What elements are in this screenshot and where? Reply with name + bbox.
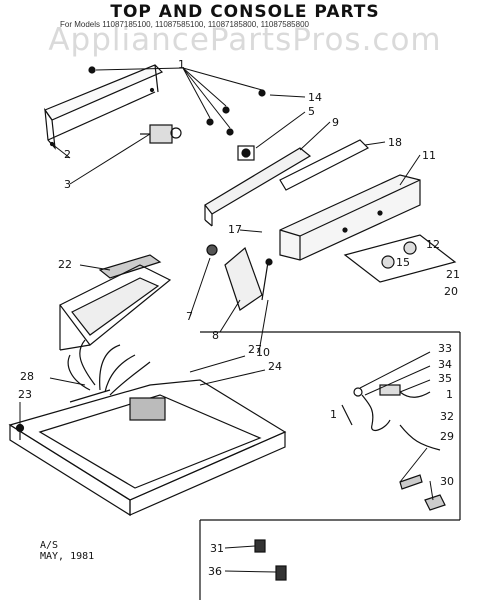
wire-harness — [67, 339, 151, 403]
console-back-panel — [44, 64, 164, 150]
callout-15: 15 — [396, 256, 410, 269]
callout-2: 2 — [64, 148, 71, 161]
callout-1c: 1 — [330, 408, 337, 421]
model-numbers: For Models 11087185100, 11087585100, 110… — [60, 20, 309, 29]
console-housing — [279, 174, 421, 261]
callout-27: 27 — [248, 343, 262, 356]
console-brackets — [204, 139, 370, 227]
callout-3: 3 — [64, 178, 71, 191]
clips-31-36 — [254, 539, 287, 581]
callout-33: 33 — [438, 342, 452, 355]
callout-5: 5 — [308, 105, 315, 118]
callout-10: 10 — [256, 346, 270, 359]
callout-35: 35 — [438, 372, 452, 385]
diagram-title: TOP AND CONSOLE PARTS — [110, 2, 380, 22]
timer-switch — [140, 124, 182, 144]
callout-1b: 1 — [446, 388, 453, 401]
callout-18: 17 — [228, 223, 242, 236]
callout-32: 32 — [440, 410, 454, 423]
revision-code: A/S — [40, 540, 59, 551]
terminal-wires — [341, 384, 431, 432]
knob-part — [237, 145, 255, 161]
revision-date: MAY, 1981 — [40, 551, 95, 562]
screw-parts — [88, 66, 266, 136]
callout-28: 28 — [20, 370, 34, 383]
callout-1: 1 — [178, 58, 185, 71]
dryer-top-panel — [8, 379, 287, 517]
diagram-frame — [199, 331, 461, 600]
callout-11: 11 — [422, 149, 436, 162]
lint-screen — [59, 254, 172, 351]
callout-36: 36 — [208, 565, 222, 578]
callout-24: 24 — [268, 360, 282, 373]
small-brackets — [399, 474, 446, 511]
callout-21: 21 — [446, 268, 460, 281]
callout-23: 23 — [18, 388, 32, 401]
callout-labels: 1 2 3 7 8 14 5 9 18 11 12 15 21 20 17 22… — [18, 58, 460, 578]
callout-8: 8 — [212, 329, 219, 342]
callout-7: 7 — [186, 310, 193, 323]
callout-12: 12 — [426, 238, 440, 251]
callout-34: 34 — [438, 358, 452, 371]
end-cap-plate — [343, 234, 457, 283]
callout-14: 14 — [308, 91, 322, 104]
ground-wire — [399, 424, 441, 451]
callout-20: 20 — [444, 285, 458, 298]
callout-9: 9 — [332, 116, 339, 129]
callout-22: 22 — [58, 258, 72, 271]
hinge-parts — [206, 244, 273, 311]
callout-30: 30 — [440, 475, 454, 488]
screw-23 — [15, 423, 25, 433]
callout-29: 29 — [440, 430, 454, 443]
revision-block: A/S MAY, 1981 — [40, 540, 94, 562]
callout-17: 18 — [388, 136, 402, 149]
callout-31: 31 — [210, 542, 224, 555]
